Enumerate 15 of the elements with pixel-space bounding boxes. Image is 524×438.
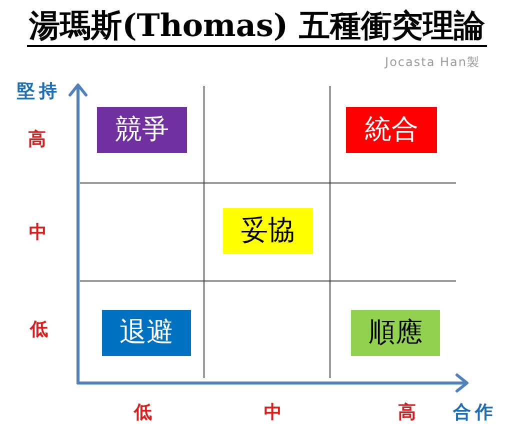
title: 湯瑪斯(Thomas) 五種衝突理論 bbox=[27, 9, 487, 47]
tick-label: 中 bbox=[29, 222, 47, 244]
tick-label: 低 bbox=[30, 319, 48, 341]
tick-label: 高 bbox=[398, 402, 416, 424]
author-credit: Jocasta Han製 bbox=[384, 55, 480, 69]
category-box: 妥協 bbox=[223, 208, 313, 254]
tick-label: 中 bbox=[264, 402, 282, 424]
category-box: 順應 bbox=[351, 310, 440, 356]
category-box: 退避 bbox=[102, 310, 191, 356]
axis-title: 堅持 bbox=[16, 81, 61, 103]
category-box: 競爭 bbox=[97, 107, 187, 153]
category-box: 統合 bbox=[346, 107, 437, 153]
axis-title: 合作 bbox=[452, 402, 497, 424]
tick-label: 高 bbox=[28, 129, 46, 151]
tick-label: 低 bbox=[134, 402, 152, 424]
